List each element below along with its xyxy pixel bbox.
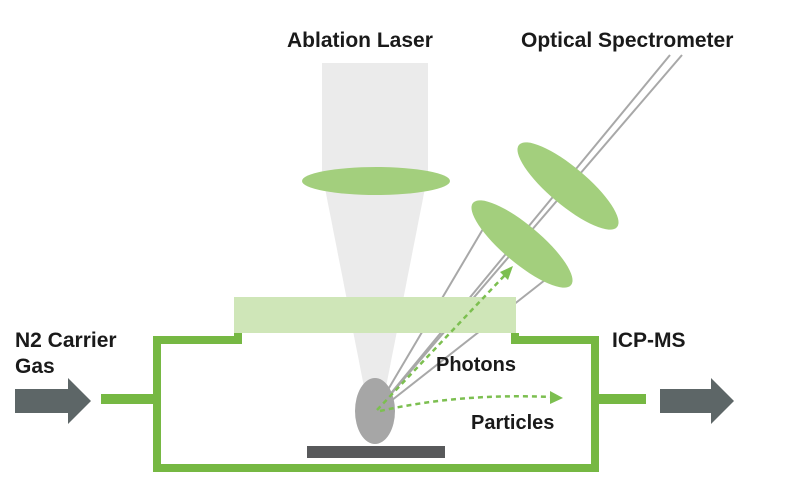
inlet-arrow-icon [15,378,91,424]
icp-ms-label: ICP-MS [612,329,686,352]
chamber-window [234,297,516,333]
particles-arrow [379,391,563,413]
particles-label: Particles [471,412,554,434]
spectrometer-lens-lower [471,200,573,288]
ablation-laser-label: Ablation Laser [287,29,433,52]
optical-spectrometer-label: Optical Spectrometer [521,29,733,52]
carrier-gas-label-line1: N2 Carrier [15,329,117,352]
photons-arrow [376,266,513,411]
sample-stage [307,446,445,458]
ablation-chamber [153,333,599,472]
carrier-gas-label-line2: Gas [15,355,55,378]
laser-focusing-lens [302,167,450,195]
laser-beam-column [322,63,428,173]
photons-label: Photons [436,354,516,376]
outlet-arrow-icon [660,378,734,424]
sample-plume [355,378,395,444]
spectrometer-lens-upper [517,142,619,230]
laser-beam-cone [322,173,428,392]
